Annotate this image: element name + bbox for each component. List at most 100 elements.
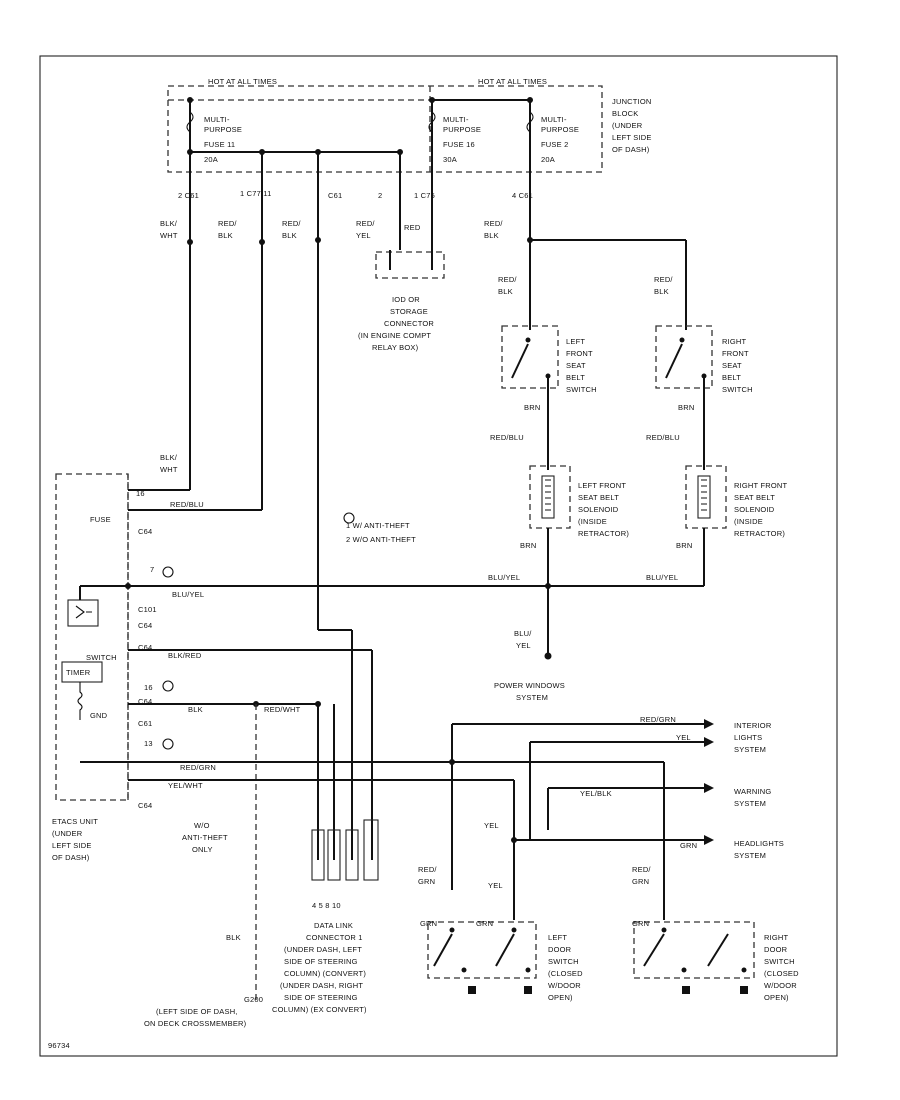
etacs-pin-13: 13: [144, 739, 153, 748]
wire-red-blu-r: RED/BLU: [646, 433, 680, 442]
connector-c77: 1 C77 11: [240, 189, 271, 198]
wire-red-blu-l: RED/BLU: [490, 433, 524, 442]
etacs-pin-16a: 16: [136, 489, 145, 498]
wire-yel-blk: YEL/BLK: [580, 789, 612, 798]
wire-red-grn-l: RED/: [418, 865, 437, 874]
interior-l1: INTERIOR: [734, 721, 772, 730]
wire-red-blk-d: RED/: [498, 275, 517, 284]
wire-blu-yel-bot2: YEL: [516, 641, 531, 650]
wire-red-wht: RED/WHT: [264, 705, 301, 714]
wire-yel: YEL: [676, 733, 691, 742]
wire-blk-wht-etacs: BLK/: [160, 453, 178, 462]
storage-connector-box: [375, 251, 445, 279]
datalink-l1: DATA LINK: [314, 921, 353, 930]
ground-l3: ON DECK CROSSMEMBER): [144, 1019, 247, 1028]
datalink-l4: SIDE OF STEERING: [284, 957, 358, 966]
hot-label-left: HOT AT ALL TIMES: [208, 77, 277, 86]
etacs-pin-c61: C61: [138, 719, 152, 728]
jb-label-l2: BLOCK: [612, 109, 638, 118]
anti-theft-only-l2: ANTI-THEFT: [182, 833, 228, 842]
left-solenoid-l2: SEAT BELT: [578, 493, 619, 502]
jb-label-l1: JUNCTION: [612, 97, 652, 106]
fuse-mid-l3: FUSE 16: [443, 140, 475, 149]
wire-red-yel-2: YEL: [356, 231, 371, 240]
wire-blk-wht-2: WHT: [160, 231, 178, 240]
ground-l2: (LEFT SIDE OF DASH,: [156, 1007, 238, 1016]
wire-blk: BLK: [188, 705, 203, 714]
anti-theft-only-l3: ONLY: [192, 845, 213, 854]
hot-label-right: HOT AT ALL TIMES: [478, 77, 547, 86]
connector-c61-c: 4 C61: [512, 191, 533, 200]
wire-red-blk-e2: BLK: [654, 287, 669, 296]
right-door-l5: W/DOOR: [764, 981, 797, 990]
datalink-l2: CONNECTOR 1: [306, 933, 363, 942]
storage-l1: IOD OR: [392, 295, 420, 304]
etacs-pin-c64d: C64: [138, 697, 152, 706]
fuse-right-l2: PURPOSE: [541, 125, 579, 134]
fuse-left-l2: PURPOSE: [204, 125, 242, 134]
wire-grn-l: GRN: [420, 919, 437, 928]
wire-blu-yel-etacs: BLU/YEL: [172, 590, 204, 599]
wire-red-blk-a2: BLK: [218, 231, 233, 240]
jb-label-l5: OF DASH): [612, 145, 650, 154]
left-solenoid-l1: LEFT FRONT: [578, 481, 626, 490]
etacs-pin-c64c: C64: [138, 643, 152, 652]
left-switch-l1: LEFT: [566, 337, 585, 346]
right-seat-belt-switch: RIGHT FRONT SEAT BELT SWITCH: [655, 325, 753, 470]
etacs-label-l4: OF DASH): [52, 853, 90, 862]
fuse-mid-l2: PURPOSE: [443, 125, 481, 134]
left-door-l6: OPEN): [548, 993, 573, 1002]
right-switch-l3: SEAT: [722, 361, 742, 370]
warning-l2: SYSTEM: [734, 799, 766, 808]
wire-blk-ground: BLK: [226, 933, 241, 942]
wire-yel-mid: YEL: [484, 821, 499, 830]
right-switch-l5: SWITCH: [722, 385, 753, 394]
wire-red-grn-top: RED/GRN: [640, 715, 676, 724]
left-door-l5: W/DOOR: [548, 981, 581, 990]
right-switch-l4: BELT: [722, 373, 741, 382]
jb-label-l3: (UNDER: [612, 121, 643, 130]
wire-blk-wht: BLK/: [160, 219, 178, 228]
right-solenoid-l3: SOLENOID: [734, 505, 775, 514]
wire-blu-yel-bot: BLU/: [514, 629, 532, 638]
right-solenoid-l2: SEAT BELT: [734, 493, 775, 502]
left-door-l4: (CLOSED: [548, 969, 583, 978]
right-door-switch: RIGHT DOOR SWITCH (CLOSED W/DOOR OPEN): [633, 921, 799, 1002]
wire-red-blk-a: RED/: [218, 219, 237, 228]
left-door-l3: SWITCH: [548, 957, 579, 966]
interior-l2: LIGHTS: [734, 733, 762, 742]
wire-blu-yel-l: BLU/YEL: [488, 573, 520, 582]
connector-c75: 1 C75: [414, 191, 435, 200]
etacs-pin-c101: C101: [138, 605, 157, 614]
fuse-left-l3: FUSE 11: [204, 140, 235, 149]
wire-red-blk-e: RED/: [654, 275, 673, 284]
wire-red-grn-l2: GRN: [418, 877, 435, 886]
wire-brn-l: BRN: [524, 403, 540, 412]
jb-label-l4: LEFT SIDE: [612, 133, 652, 142]
right-door-l4: (CLOSED: [764, 969, 799, 978]
right-door-l2: DOOR: [764, 945, 788, 954]
etacs-fuse-label: FUSE: [90, 515, 111, 524]
right-door-l3: SWITCH: [764, 957, 795, 966]
left-solenoid-l5: RETRACTOR): [578, 529, 629, 538]
wire-yel-l: YEL: [488, 881, 503, 890]
fuse-left-l1: MULTI-: [204, 115, 230, 124]
interior-l3: SYSTEM: [734, 745, 766, 754]
datalink-l7: SIDE OF STEERING: [284, 993, 358, 1002]
storage-l3: CONNECTOR: [384, 319, 434, 328]
fuse-left-l4: 20A: [204, 155, 218, 164]
ground-l1: G200: [244, 995, 263, 1004]
wire-red-blk-b2: BLK: [282, 231, 297, 240]
junction-block: HOT AT ALL TIMES HOT AT ALL TIMES MULTI-…: [167, 77, 652, 173]
left-solenoid-l3: SOLENOID: [578, 505, 619, 514]
wire-red-yel: RED/: [356, 219, 375, 228]
etacs-timer-label: TIMER: [66, 668, 91, 677]
wire-red-blk-c: RED/: [484, 219, 503, 228]
fuse-right-l4: 20A: [541, 155, 555, 164]
left-door-l2: DOOR: [548, 945, 572, 954]
legend: 1 W/ ANTI-THEFT 2 W/O ANTI-THEFT: [343, 512, 416, 544]
left-switch-l3: SEAT: [566, 361, 586, 370]
right-door-l1: RIGHT: [764, 933, 789, 942]
footer-code: 96734: [48, 1041, 70, 1050]
connector-2: 2: [378, 191, 382, 200]
